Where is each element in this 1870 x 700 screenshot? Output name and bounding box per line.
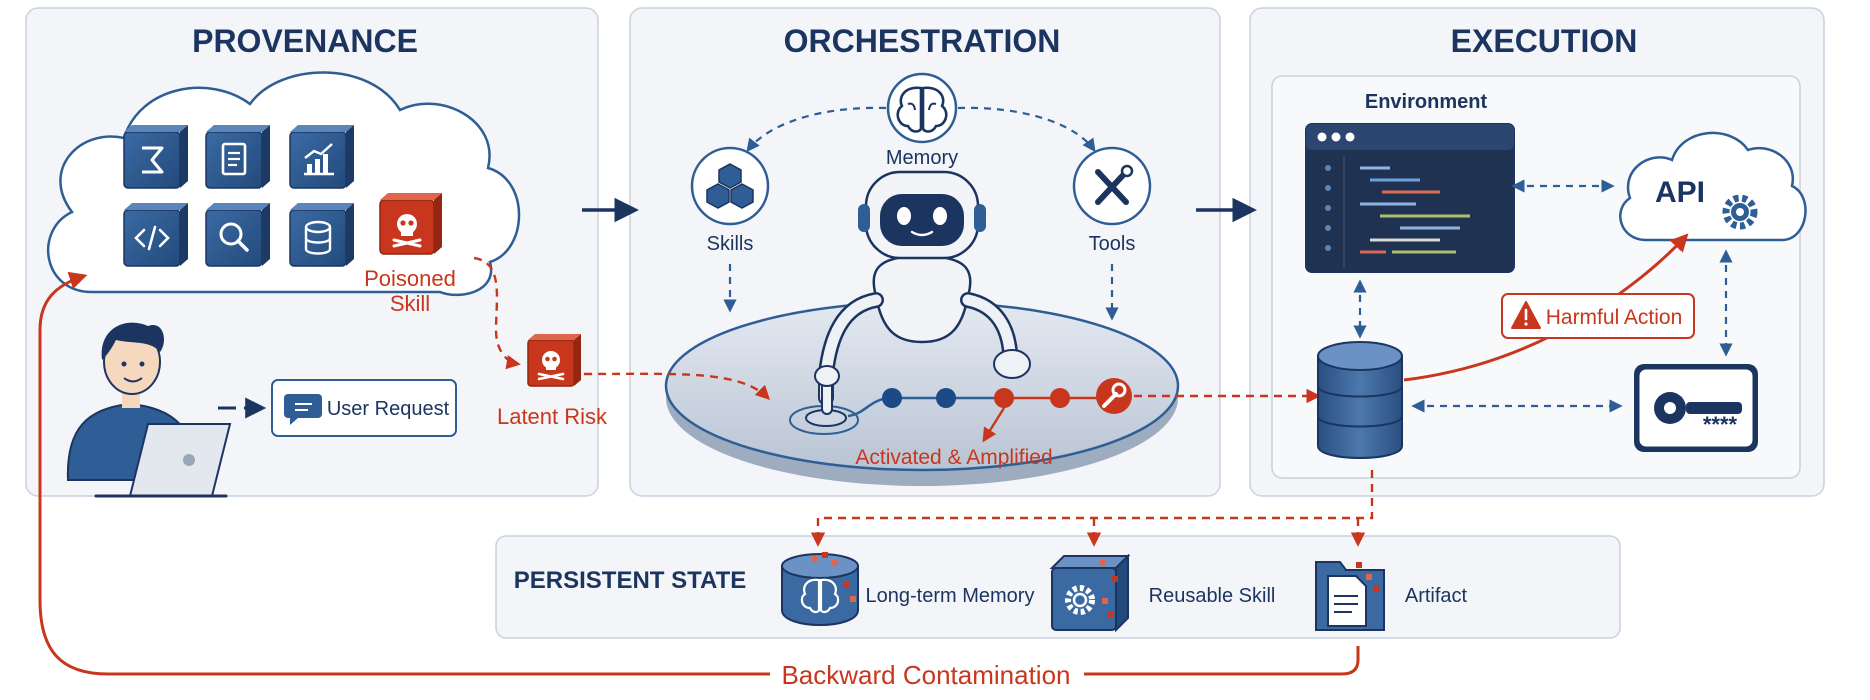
password-mask: **** xyxy=(1703,412,1738,437)
api-label: API xyxy=(1655,176,1705,209)
terminal-window xyxy=(1305,123,1515,273)
artifact-label: Artifact xyxy=(1405,585,1468,607)
user-figure xyxy=(66,322,232,498)
user-request-label: User Request xyxy=(327,398,450,420)
skull-icon xyxy=(392,214,422,248)
reusable-skill-label: Reusable Skill xyxy=(1149,585,1276,607)
chart-icon xyxy=(289,125,354,189)
document-icon xyxy=(1327,575,1367,627)
document-icon xyxy=(205,125,270,189)
tools-node xyxy=(1072,146,1152,226)
backward-contamination-label: Backward Contamination xyxy=(781,660,1070,690)
reusable-skill-icon xyxy=(1049,553,1131,633)
persistent-state-title: PERSISTENT STATE xyxy=(514,567,746,594)
chain-node-3 xyxy=(994,388,1014,408)
brain-icon xyxy=(896,86,948,133)
chain-node-4 xyxy=(1050,388,1070,408)
tools-label: Tools xyxy=(1089,233,1136,255)
orchestration-title: ORCHESTRATION xyxy=(784,23,1061,59)
agent-platform xyxy=(664,300,1180,486)
wrench-icon xyxy=(1096,378,1132,414)
skills-node xyxy=(690,146,770,226)
memory-node xyxy=(886,72,958,144)
harmful-action-label: Harmful Action xyxy=(1546,306,1683,329)
brain-icon xyxy=(800,578,840,614)
user-request-box: User Request xyxy=(271,379,457,437)
backward-contamination-loop-right xyxy=(1084,646,1360,676)
poisoned-skill-cube xyxy=(379,193,442,255)
database-icon xyxy=(289,203,354,267)
cubes-icon xyxy=(706,163,754,209)
memory-to-tools-arrow xyxy=(957,106,1096,153)
execution-title: EXECUTION xyxy=(1451,23,1638,59)
memory-label: Memory xyxy=(886,147,958,169)
chain-node-2 xyxy=(936,388,956,408)
activated-amplified-label: Activated & Amplified xyxy=(855,446,1052,469)
database-server xyxy=(1317,341,1403,459)
poisoned-skill-label-1: Poisoned xyxy=(364,266,456,291)
memory-to-skills-arrow xyxy=(746,106,887,153)
search-icon xyxy=(205,203,270,267)
skull-icon xyxy=(537,351,565,381)
gear-icon xyxy=(1722,194,1758,230)
harmful-action-badge: Harmful Action xyxy=(1501,293,1695,339)
chain-node-1 xyxy=(882,388,902,408)
code-icon xyxy=(123,203,188,267)
chat-icon xyxy=(284,394,322,425)
api-cloud: API xyxy=(1619,131,1807,242)
provenance-title: PROVENANCE xyxy=(192,23,418,59)
backward-contamination-loop-left xyxy=(38,271,770,676)
key-icon: **** xyxy=(1634,364,1758,452)
long-term-memory-icon xyxy=(781,552,859,626)
poisoned-to-latent-arrow xyxy=(473,256,521,370)
trigger-button xyxy=(789,365,859,435)
chain-to-amplified-arrow xyxy=(982,407,1006,443)
warning-icon xyxy=(1511,301,1541,329)
skills-label: Skills xyxy=(707,233,754,255)
tools-icon xyxy=(1095,164,1134,205)
artifact-icon xyxy=(1315,561,1385,631)
environment-label: Environment xyxy=(1365,91,1488,113)
poisoned-skill-label-2: Skill xyxy=(390,291,430,316)
latent-risk-cube xyxy=(527,334,581,387)
latent-risk-label: Latent Risk xyxy=(497,404,608,429)
long-term-memory-label: Long-term Memory xyxy=(866,585,1035,607)
latent-to-platform-arrow xyxy=(583,372,771,401)
gear-icon xyxy=(1065,585,1095,615)
sigma-icon xyxy=(123,125,188,189)
